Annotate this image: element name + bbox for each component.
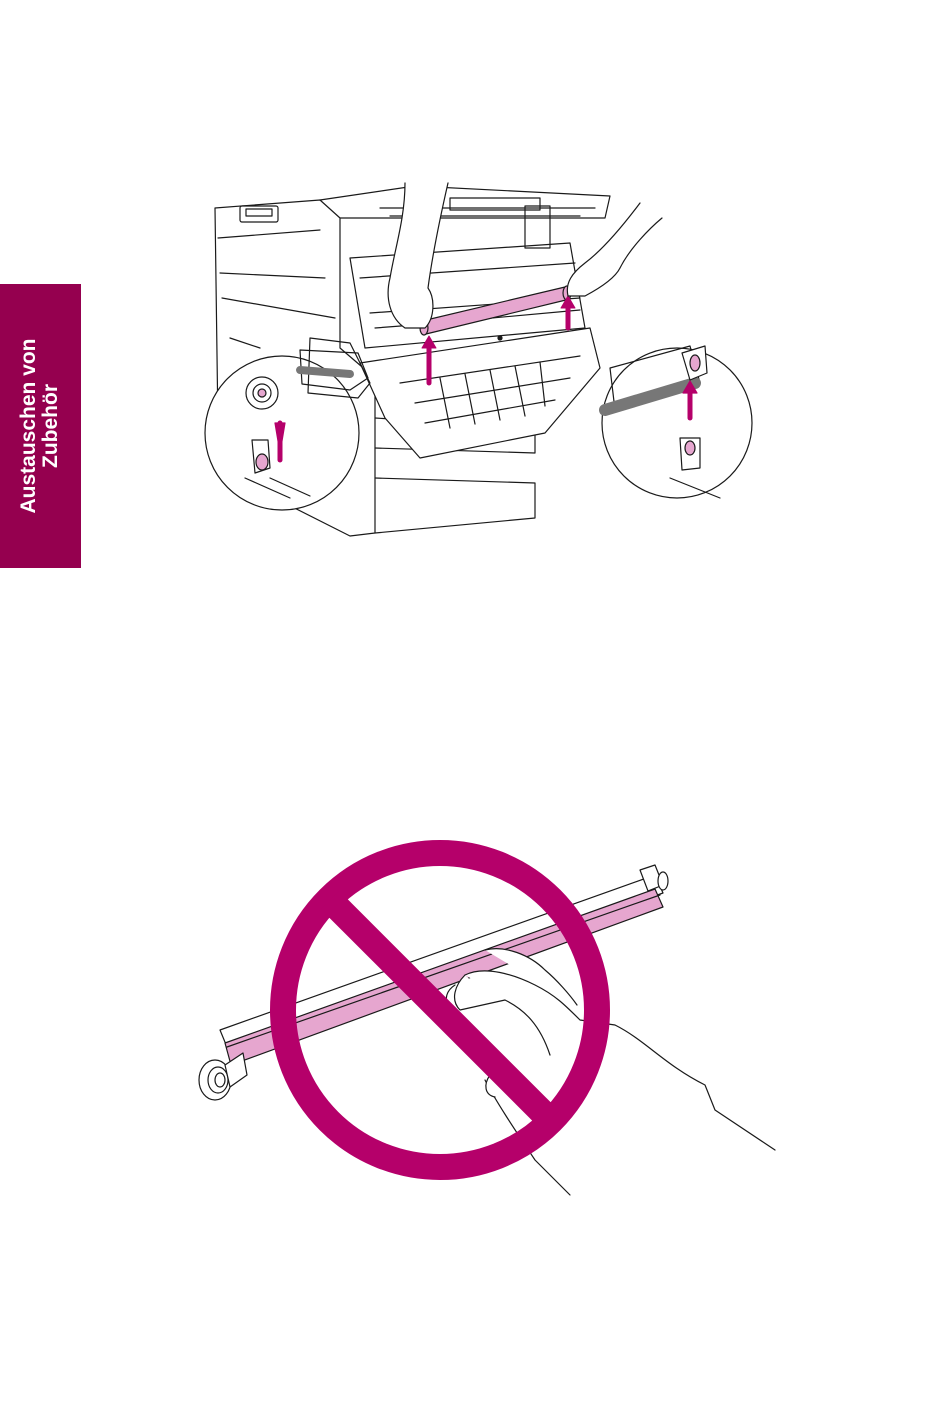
right-detail-callout xyxy=(602,346,752,498)
side-tab-line-1: Austauschen von xyxy=(18,284,40,568)
chapter-side-tab: Austauschen von Zubehör xyxy=(0,284,81,568)
printer-roller-removal-illustration xyxy=(200,178,760,540)
transfer-roller-pink xyxy=(420,286,571,335)
open-front-door xyxy=(360,328,600,458)
do-not-touch-roller-illustration xyxy=(185,825,785,1200)
chapter-side-tab-label: Austauschen von Zubehör xyxy=(18,284,62,568)
side-tab-line-2: Zubehör xyxy=(40,284,62,568)
